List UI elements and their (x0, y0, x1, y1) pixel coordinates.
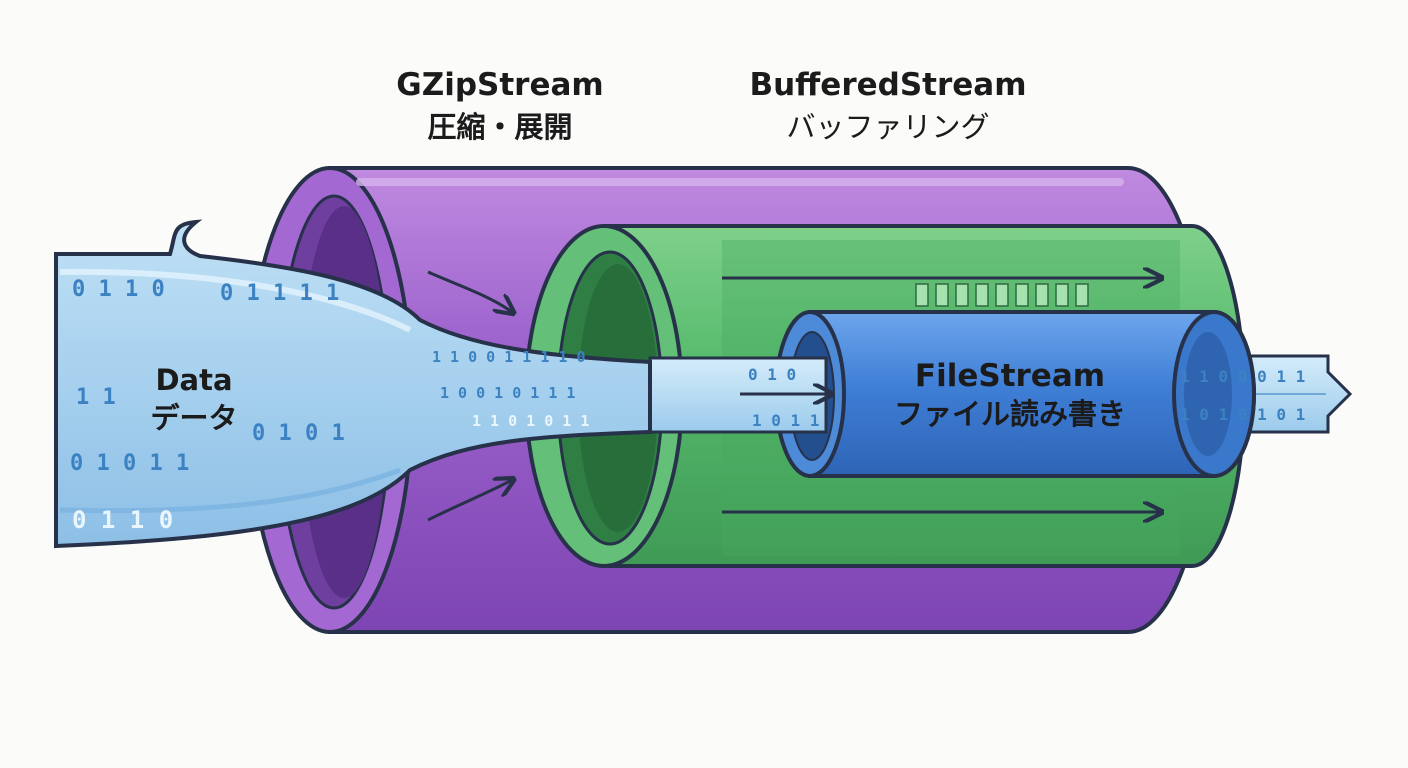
inner-stream (648, 356, 830, 434)
label-gzip: GZipStream 圧縮・展開 (396, 67, 603, 144)
output-bits-row-2: 1 0 1 0 1 0 1 (1180, 405, 1305, 424)
funnel-bits-row-1: 1 1 0 0 1 1 1 1 0 (432, 348, 586, 366)
data-bits-row-2: 0 1 1 1 1 (220, 281, 339, 306)
inner-bits-row-1: 0 1 0 (748, 365, 796, 384)
filestream-title: FileStream (915, 358, 1105, 394)
gzip-subtitle: 圧縮・展開 (427, 110, 572, 144)
gzip-title: GZipStream (396, 67, 603, 103)
funnel-bits-row-2: 1 0 0 1 0 1 1 1 (440, 384, 575, 402)
buffered-title: BufferedStream (749, 67, 1026, 103)
data-bits-row-5: 0 1 0 1 (252, 421, 345, 446)
data-bits-row-6: 0 1 1 0 (72, 506, 173, 534)
filestream-tube (774, 310, 1256, 478)
label-filestream: FileStream ファイル読み書き (894, 358, 1126, 431)
swirl-arrow-bottom (427, 480, 512, 522)
data-bits-row-1: 0 1 1 0 (72, 277, 165, 302)
data-bits-row-4: 0 1 0 1 1 (70, 451, 189, 476)
funnel-bits-row-3: 1 1 0 1 0 1 1 (472, 412, 589, 430)
label-data: Data データ (150, 363, 237, 435)
inner-bits-row-2: 1 0 1 1 (752, 411, 819, 430)
filestream-subtitle: ファイル読み書き (894, 397, 1126, 431)
output-bits-row-1: 1 1 0 0 0 1 1 (1180, 367, 1305, 386)
binary-digits: 0 1 1 0 0 1 1 1 1 1 1 0 1 0 1 1 0 1 0 1 … (70, 277, 1305, 534)
data-bits-row-3: 1 1 (76, 385, 116, 410)
buffered-subtitle: バッファリング (786, 110, 989, 144)
buffer-blocks (915, 283, 1089, 307)
data-stream (54, 219, 652, 549)
data-title: Data (155, 363, 232, 397)
label-buffered: BufferedStream バッファリング (749, 67, 1026, 144)
swirl-arrow-top (427, 270, 512, 312)
data-subtitle: データ (150, 401, 237, 435)
